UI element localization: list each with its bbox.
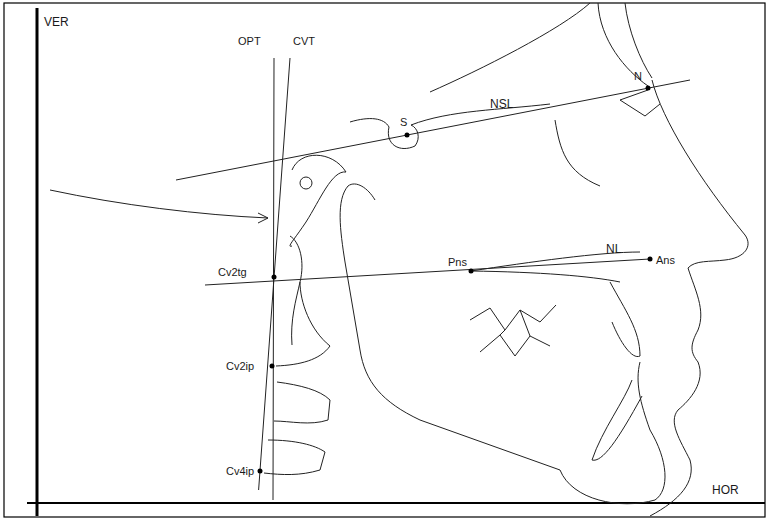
landmark-label: N bbox=[634, 70, 642, 82]
axis-label: HOR bbox=[712, 484, 739, 496]
cranial-outline bbox=[430, 3, 590, 92]
horizontal-axis bbox=[27, 502, 765, 504]
line-label: NSL bbox=[490, 98, 513, 110]
line-label: CVT bbox=[293, 35, 315, 47]
landmark-label: Cv2ip bbox=[226, 360, 254, 372]
pharynx-line bbox=[292, 282, 300, 345]
lower-incisor bbox=[592, 380, 642, 460]
axis-label: VER bbox=[44, 16, 69, 28]
line-label: NL bbox=[606, 243, 621, 255]
landmark-label: S bbox=[400, 116, 407, 128]
vertical-axis bbox=[36, 8, 39, 516]
soft-forehead bbox=[625, 3, 652, 78]
c2-vertebra bbox=[276, 236, 330, 366]
sella-turcica bbox=[350, 104, 550, 149]
landmark-label: Cv2tg bbox=[218, 266, 247, 278]
cvt-line bbox=[259, 58, 290, 490]
upper-incisor bbox=[610, 282, 640, 357]
landmark-label: Ans bbox=[656, 254, 675, 266]
orbit-line bbox=[555, 120, 600, 186]
nsl-line bbox=[176, 80, 690, 180]
soft-profile bbox=[650, 80, 748, 516]
frontal-bone bbox=[598, 3, 648, 86]
landmark-label: Pns bbox=[448, 256, 467, 268]
landmark-dot bbox=[272, 275, 277, 280]
ear-rod bbox=[300, 177, 312, 189]
nasal-bone bbox=[620, 90, 660, 116]
c3-vertebra bbox=[274, 382, 330, 423]
arrow-mark bbox=[258, 213, 268, 223]
landmark-dot bbox=[646, 86, 651, 91]
molar-teeth bbox=[470, 305, 556, 356]
line-label: OPT bbox=[238, 35, 261, 47]
c4-vertebra bbox=[264, 440, 325, 475]
nl-line bbox=[205, 259, 650, 285]
landmark-dot bbox=[469, 269, 474, 274]
landmark-dot bbox=[648, 257, 653, 262]
pterygoid-outline bbox=[290, 155, 346, 246]
occipital-curve bbox=[50, 190, 268, 218]
landmark-dot bbox=[405, 133, 410, 138]
frame bbox=[4, 3, 765, 517]
palate-lower bbox=[471, 271, 620, 282]
landmark-dot bbox=[258, 469, 263, 474]
mandible-outline bbox=[340, 184, 665, 504]
landmark-label: Cv4ip bbox=[226, 465, 254, 477]
landmark-dot bbox=[270, 364, 275, 369]
